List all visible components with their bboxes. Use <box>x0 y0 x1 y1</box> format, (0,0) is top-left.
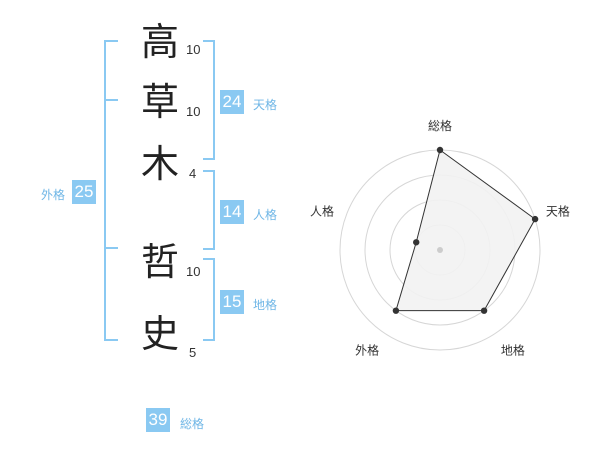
name-char-1: 高 <box>140 20 179 64</box>
tenkaku-label: 天格 <box>253 98 278 112</box>
radar-grid-ring <box>364 174 516 326</box>
gaikaku-bracket-tick <box>104 99 118 101</box>
gaikaku-bracket-tick <box>104 247 118 249</box>
radar-grid-ring <box>339 149 541 351</box>
radar-point-1 <box>436 146 444 154</box>
radar-grid-ring <box>414 224 466 276</box>
radar-axis-label: 人格 <box>310 204 334 219</box>
stroke-count-5: 5 <box>189 345 197 360</box>
radar-series-polygon <box>395 149 536 312</box>
jinkaku-value: 14 <box>220 200 244 224</box>
soukaku-label: 総格 <box>180 417 205 431</box>
radar-axis-label: 地格 <box>501 342 525 357</box>
name-char-2: 草 <box>140 80 179 124</box>
name-char-3: 木 <box>140 142 179 186</box>
gaikaku-bracket <box>104 40 118 341</box>
gaikaku-label: 外格 <box>41 188 66 202</box>
stroke-count-3: 4 <box>189 166 197 181</box>
radar-axis-label: 天格 <box>546 204 570 219</box>
radar-point-4 <box>392 307 400 314</box>
soukaku-value: 39 <box>146 408 170 432</box>
chikaku-label: 地格 <box>253 298 278 312</box>
tenkaku-bracket <box>203 40 215 160</box>
chikaku-bracket <box>203 258 215 341</box>
radar-axis-label: 外格 <box>355 342 379 357</box>
radar-point-5 <box>413 239 420 246</box>
chikaku-value: 15 <box>220 290 244 314</box>
name-char-5: 史 <box>140 312 179 356</box>
radar-point-2 <box>531 215 539 223</box>
stroke-count-2: 10 <box>186 104 201 119</box>
gaikaku-value: 25 <box>72 180 96 204</box>
radar-grid-ring <box>389 199 491 301</box>
radar-point-3 <box>480 307 488 314</box>
jinkaku-label: 人格 <box>253 208 278 222</box>
jinkaku-bracket <box>203 170 215 250</box>
stroke-count-4: 10 <box>186 264 201 279</box>
radar-axis-label: 総格 <box>428 118 452 133</box>
name-char-4: 哲 <box>140 240 179 284</box>
radar-center-point <box>437 247 443 253</box>
stroke-count-1: 10 <box>186 42 201 57</box>
tenkaku-value: 24 <box>220 90 244 114</box>
